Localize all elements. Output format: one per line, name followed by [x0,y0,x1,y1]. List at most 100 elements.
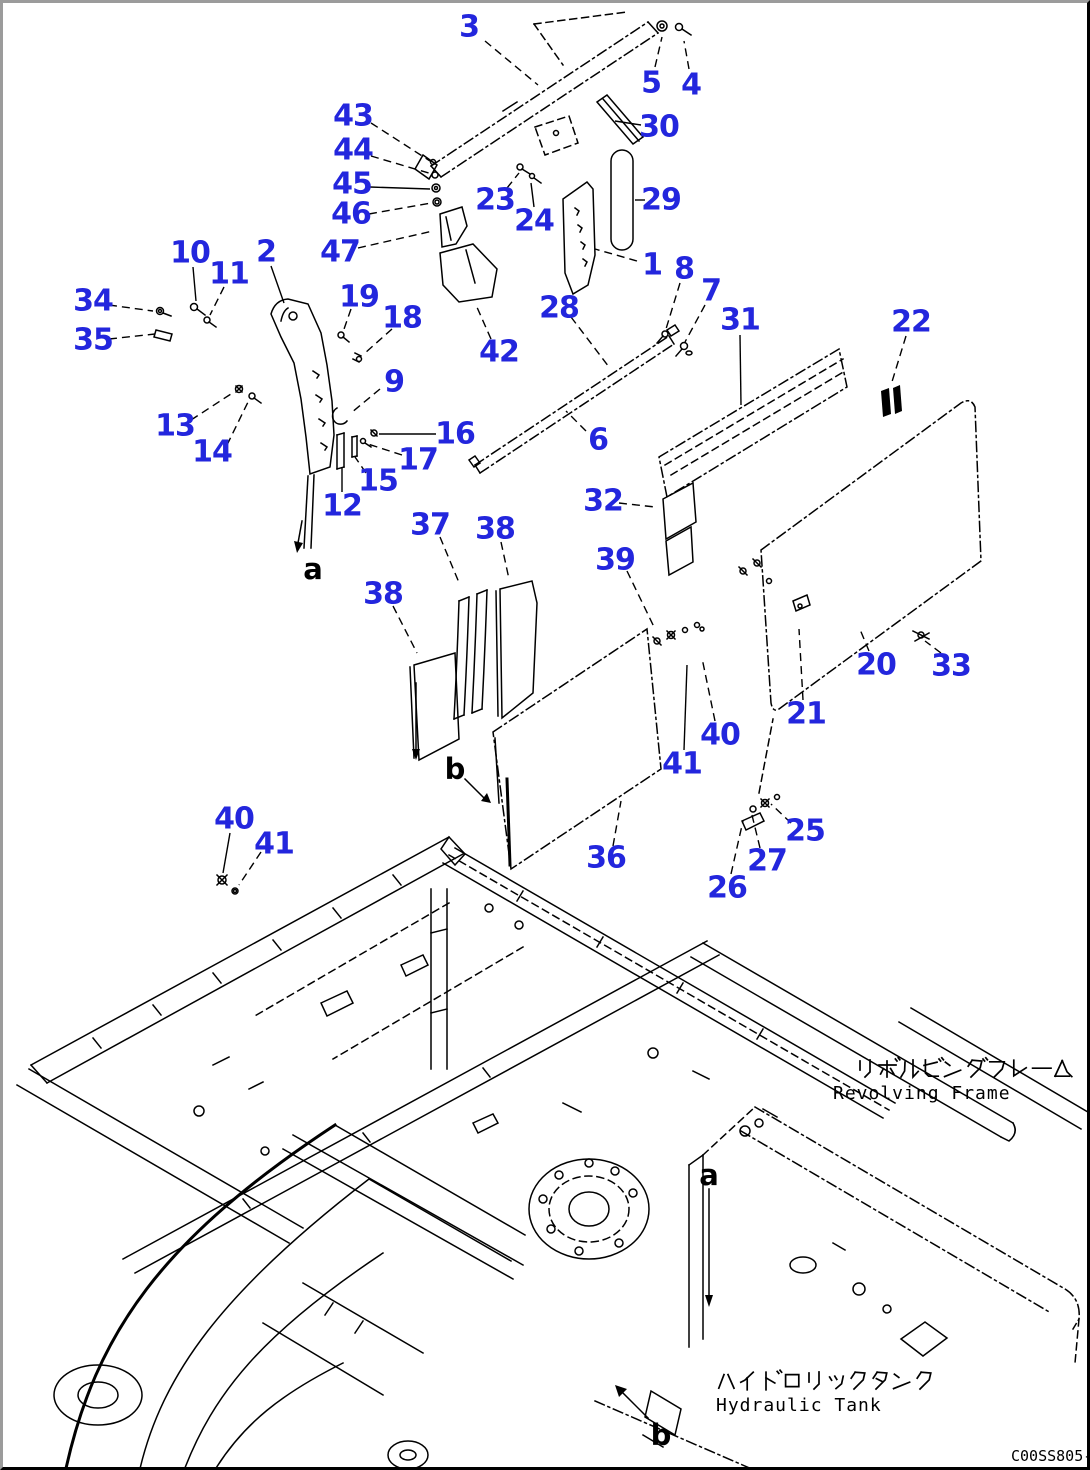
callout-label-22: 22 [891,305,931,340]
part-bolt-17 [359,437,373,449]
part-fasteners-25-26-27 [741,718,781,832]
part-plate-38-left [409,652,460,762]
leader-line-31 [739,334,742,406]
callout-label-40: 40 [700,718,740,753]
leader-line-34 [108,304,154,312]
leader-line-17 [367,443,403,456]
part-fittings-34-35 [153,306,173,342]
part-post-1 [534,115,596,296]
leader-line-46 [368,202,432,215]
leader-line-19 [342,308,352,333]
leader-line-42 [475,304,492,340]
part-fasteners-39-40-41 [651,621,705,647]
callout-label-38: 38 [363,577,403,612]
callout-label-10: 10 [170,236,210,271]
part-hardware-stack [429,158,442,207]
callout-label-19: 19 [339,280,379,315]
leader-line-9 [350,388,381,414]
leader-line-24 [530,182,535,208]
leader-line-11 [209,286,225,316]
part-shim-12 [336,432,345,470]
leader-line-22 [890,335,907,386]
part-strips-37 [453,589,488,720]
leader-line-45 [369,186,431,190]
leader-line-3 [484,40,539,86]
callout-label-47: 47 [320,235,360,270]
callout-label-15: 15 [358,464,398,499]
part-clip-21 [792,593,811,613]
section-letter-b: b [445,752,466,786]
part-bracket-47 [439,206,468,248]
part-strip-6 [467,323,681,475]
leader-line-7 [684,304,706,343]
callout-label-4: 4 [681,68,701,103]
leader-line-18 [364,328,393,354]
callout-label-18: 18 [382,301,422,336]
callout-label-39: 39 [595,543,635,578]
leader-line-28 [570,316,610,368]
caption-revolving-frame-en: Revolving Frame [833,1083,1011,1104]
callout-label-36: 36 [586,841,626,876]
part-bolts-7-8 [655,330,693,358]
caption-revolving-frame-jp [859,1056,1074,1080]
callout-label-7: 7 [701,274,721,309]
part-cover-36 [492,627,662,871]
part-clip-9 [331,406,349,425]
callout-label-44: 44 [333,133,373,168]
callout-label-12: 12 [322,489,362,524]
callout-label-27: 27 [747,844,787,879]
part-fastener-cluster-mid [737,557,773,585]
leader-line-47 [357,230,434,249]
leader-line-10 [192,266,197,302]
callout-label-38: 38 [475,512,515,547]
callout-label-1: 1 [642,248,662,283]
leader-line-40 [701,657,716,722]
leader-line-38 [500,541,510,580]
part-bolts-13-14 [234,384,263,405]
callout-label-23: 23 [475,183,515,218]
callout-label-43: 43 [333,99,373,134]
leader-line-15 [354,456,367,474]
callout-label-37: 37 [410,508,450,543]
callout-label-24: 24 [514,204,554,239]
callout-label-16: 16 [435,417,475,452]
section-letter-b: b [651,1418,672,1452]
callout-label-26: 26 [707,871,747,906]
part-bolt-16 [369,428,379,438]
section-arrows [294,520,713,1420]
part-bolts-23-24 [516,163,543,185]
katakana-captions [717,1056,1074,1391]
callout-label-13: 13 [155,409,195,444]
leader-line-2 [270,265,285,304]
leader-line-20 [858,626,870,652]
callout-label-41: 41 [662,747,702,782]
leader-line-32 [618,502,656,508]
part-bracket-2 [270,298,335,549]
leader-line-30 [614,120,642,126]
leader-line-40 [222,832,231,874]
part-bolt-33 [911,629,931,643]
part-plate-38-right [495,580,538,720]
drawing-code: C00SS805-M [1011,1447,1090,1465]
leader-line-21 [798,628,804,701]
callout-label-42: 42 [479,335,519,370]
callout-label-35: 35 [73,323,113,358]
leader-line-44 [370,155,433,175]
callout-label-21: 21 [786,697,826,732]
callout-label-11: 11 [209,257,249,292]
caption-hydraulic-tank-en: Hydraulic Tank [716,1395,882,1416]
leader-line-25 [770,803,792,824]
callout-label-8: 8 [674,252,694,287]
part-bolts-40-41-lower [215,873,239,895]
callout-label-25: 25 [785,814,825,849]
callout-label-45: 45 [332,167,372,202]
callout-label-5: 5 [641,66,661,101]
leader-line-37 [439,536,461,586]
callout-label-28: 28 [539,291,579,326]
leader-line-33 [924,640,942,654]
callout-label-33: 33 [931,649,971,684]
leader-line-41 [238,851,262,886]
callout-label-2: 2 [256,235,276,270]
